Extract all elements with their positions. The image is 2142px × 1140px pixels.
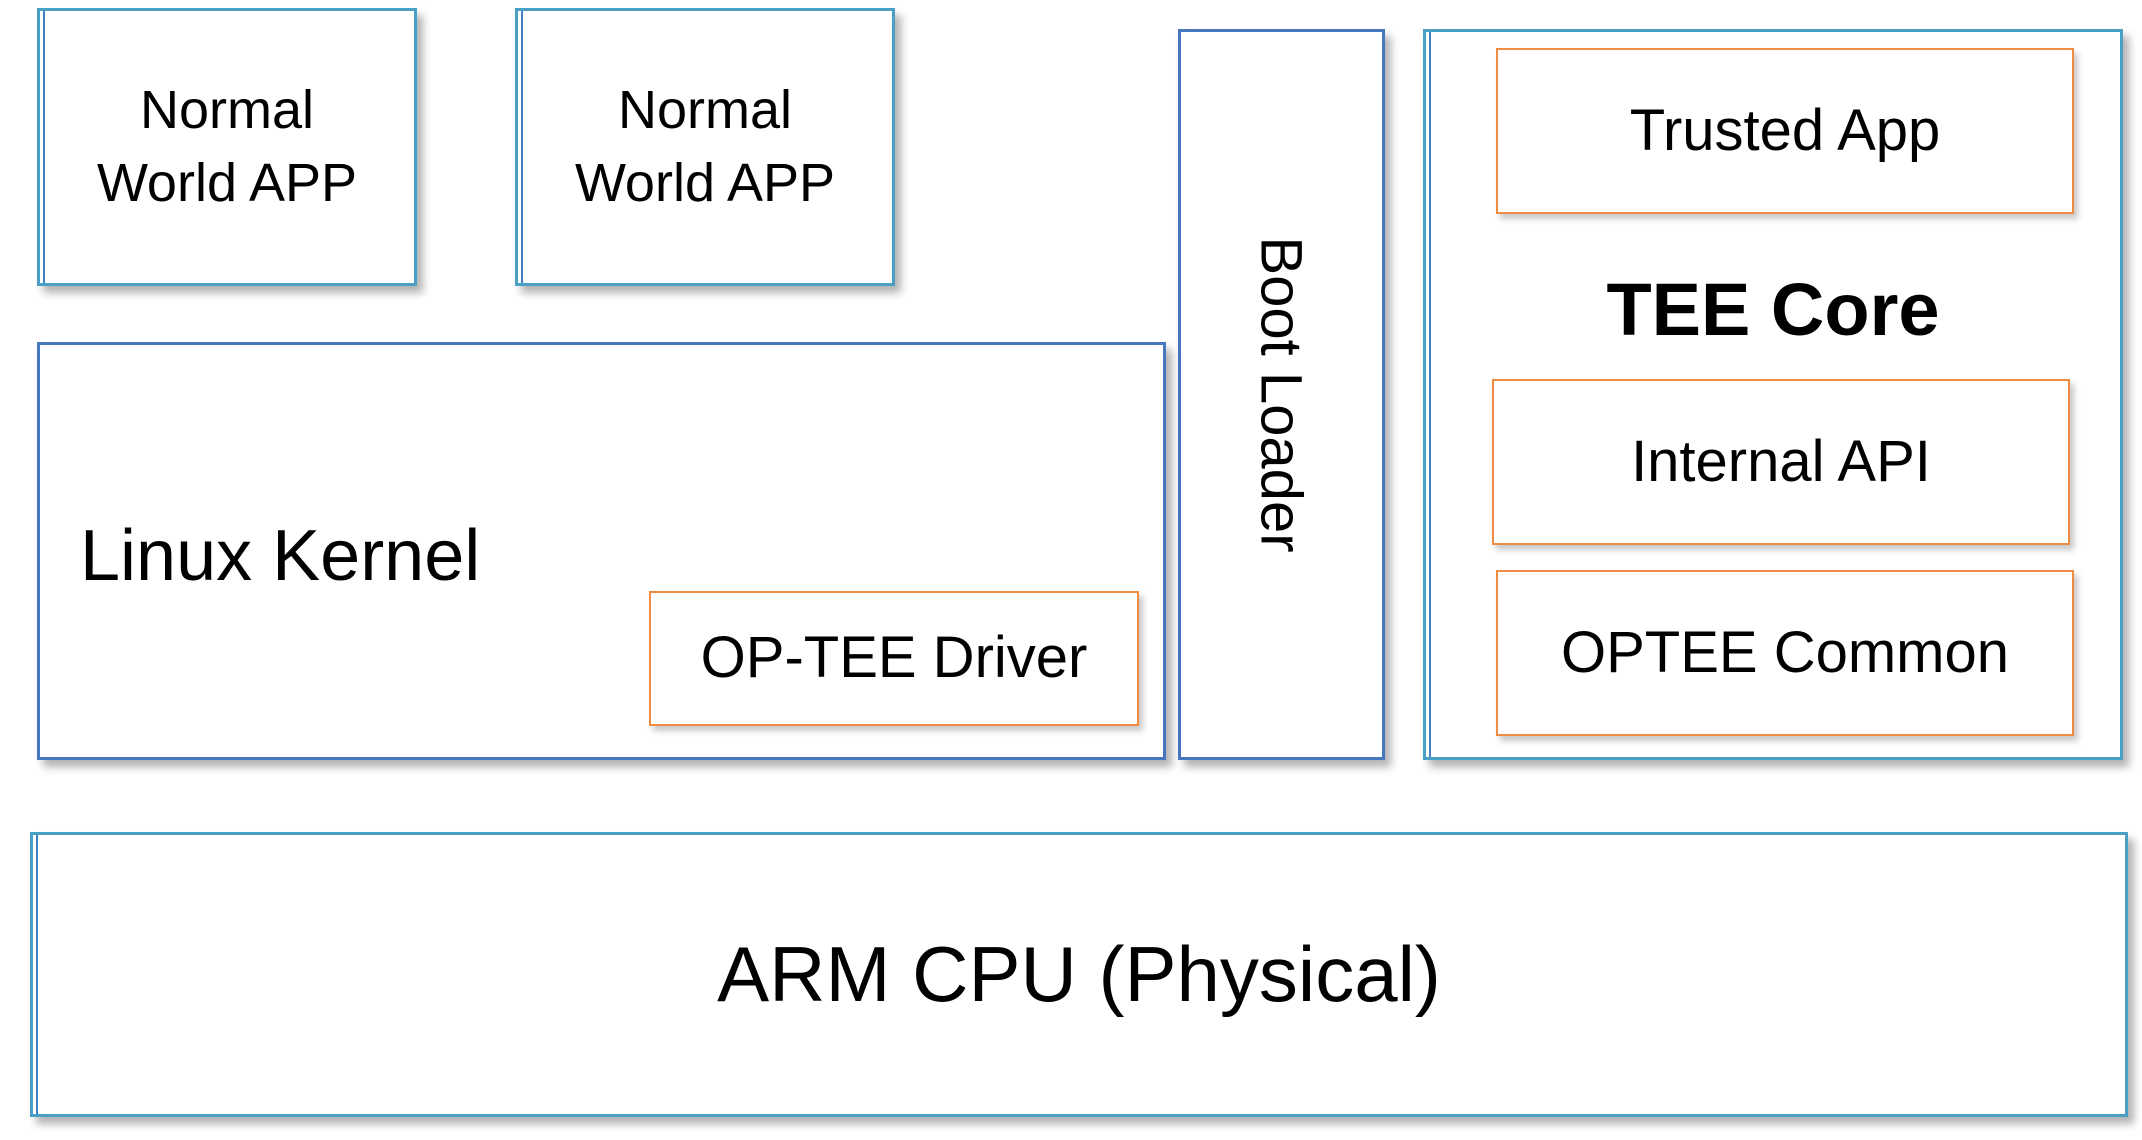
tee-box: Trusted App TEE Core Internal API OPTEE … [1423, 29, 2123, 760]
op-tee-driver-box: OP-TEE Driver [649, 591, 1139, 726]
normal-world-app-1: Normal World APP [37, 8, 417, 286]
arm-cpu-label: ARM CPU (Physical) [717, 929, 1441, 1018]
normal-world-app-2-label: Normal World APP [574, 80, 836, 213]
normal-world-app-1-label: Normal World APP [96, 80, 358, 213]
trusted-app-box: Trusted App [1496, 48, 2074, 214]
optee-common-label: OPTEE Common [1561, 619, 2009, 685]
op-tee-driver-label: OP-TEE Driver [700, 625, 1088, 691]
normal-world-app-2: Normal World APP [515, 8, 895, 286]
trusted-app-label: Trusted App [1629, 97, 1941, 163]
optee-common-box: OPTEE Common [1496, 570, 2074, 736]
internal-api-box: Internal API [1492, 379, 2070, 545]
arm-cpu-box: ARM CPU (Physical) [30, 832, 2128, 1117]
boot-loader-label: Boot Loader [1249, 236, 1314, 553]
linux-kernel-label: Linux Kernel [80, 516, 481, 596]
boot-loader-box: Boot Loader [1178, 29, 1385, 760]
internal-api-label: Internal API [1631, 428, 1931, 494]
linux-kernel-box: Linux Kernel OP-TEE Driver [37, 342, 1166, 760]
tee-core-label: TEE Core [1606, 268, 1940, 351]
